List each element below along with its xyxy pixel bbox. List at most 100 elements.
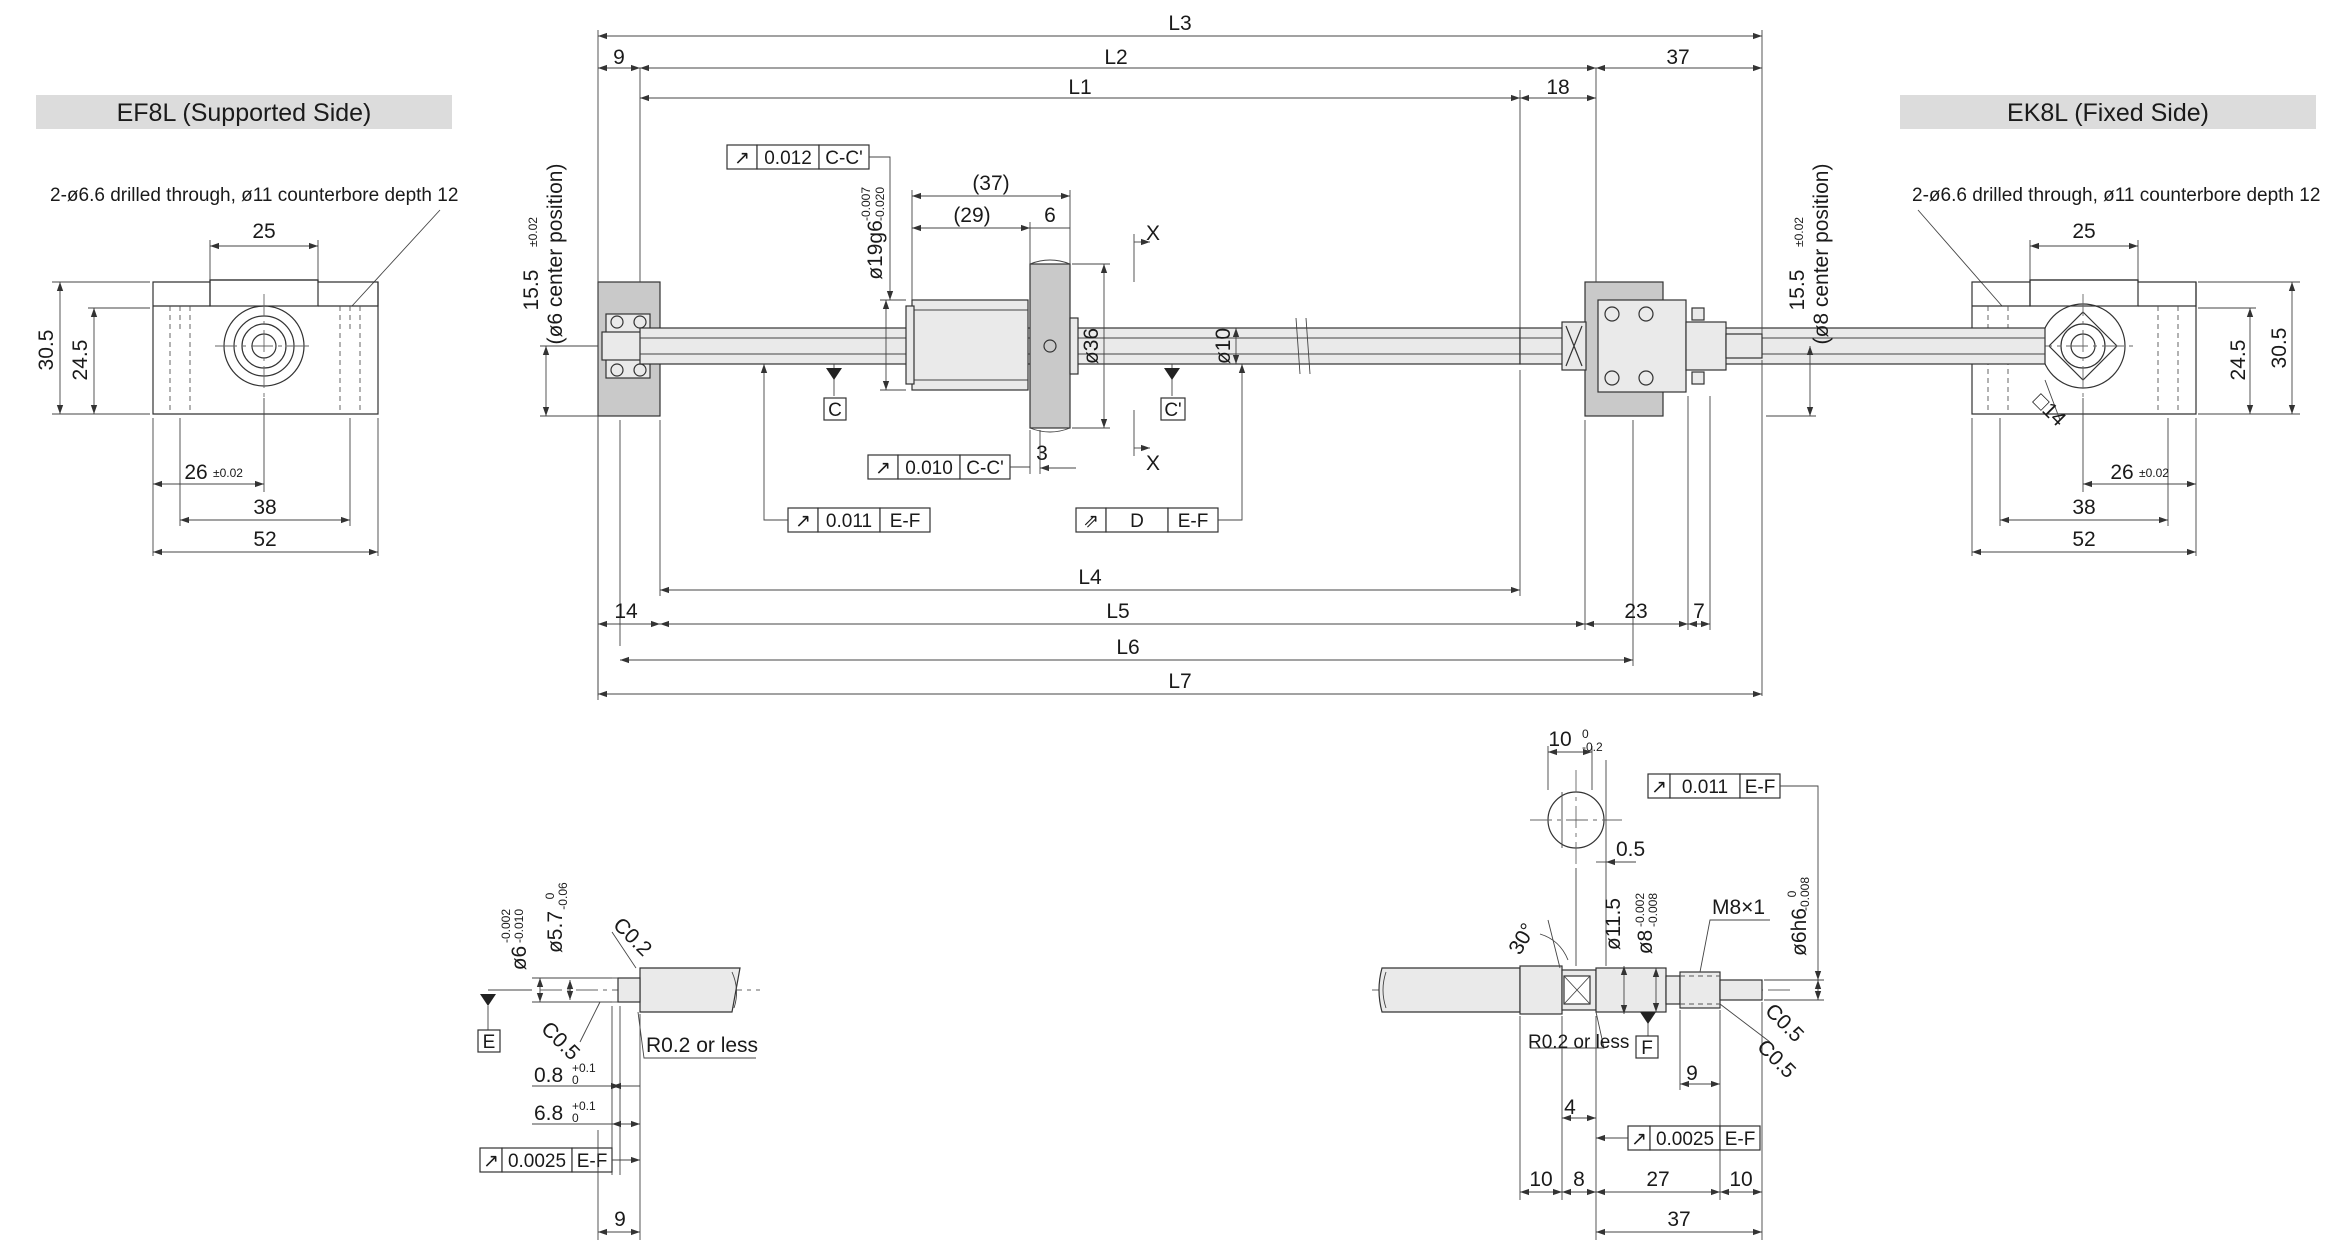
support-left-hole-note: 2-ø6.6 drilled through, ø11 counterbore …	[50, 185, 458, 206]
svg-text:C-C': C-C'	[966, 458, 1003, 479]
dim-end-left-d6-tol-top: -0.002	[499, 909, 513, 943]
dim-left-38-text: 38	[253, 496, 276, 519]
dim-d19-tol-bot: -0.020	[873, 187, 887, 221]
dim-L4-text: L4	[1078, 566, 1102, 589]
dim-end-left-d57-tol-top: 0	[543, 892, 557, 899]
dim-14-text: 14	[614, 600, 638, 623]
dim-height-right-tol: ±0.02	[1792, 217, 1806, 247]
dim-right-26-tol: ±0.02	[2139, 466, 2169, 480]
svg-text:↗: ↗	[734, 148, 750, 169]
main-nut-body	[911, 299, 1029, 391]
dim-d36-text: ø36	[1080, 328, 1103, 364]
dim-end-left-68-tol-bot: 0	[572, 1111, 579, 1125]
svg-text:C-C': C-C'	[825, 148, 862, 169]
end-right-collar	[1519, 965, 1563, 1015]
dim-6-text: 6	[1044, 204, 1056, 227]
support-left-leader	[351, 209, 441, 307]
dim-end-right-10-tol-bot: -0.2	[1582, 740, 1603, 754]
dim-end-right-r02: R0.2 or less	[1528, 1032, 1629, 1053]
main-right-nut	[1685, 321, 1727, 371]
dim-end-left-c05: C0.5	[536, 1017, 584, 1065]
support-right-hole-r	[2157, 306, 2179, 414]
dim-end-right-d6h6-tol-top: 0	[1785, 890, 1799, 897]
end-right-shaft	[1378, 967, 1521, 1013]
dim-left-52-text: 52	[253, 528, 276, 551]
dim-left-26-tol: ±0.02	[213, 466, 243, 480]
end-left-shaft	[639, 967, 741, 1013]
support-left-hole-l	[169, 306, 191, 414]
end-right-tip	[1719, 979, 1763, 1001]
svg-text:↗: ↗	[875, 458, 891, 479]
dim-end-right-10c-text: 10	[1729, 1168, 1752, 1191]
datum-c2	[1160, 397, 1186, 421]
support-right-leader	[1917, 209, 2003, 307]
svg-text:0.010: 0.010	[905, 458, 953, 479]
dim-18-text: 18	[1546, 76, 1569, 99]
header-right: EK8L (Fixed Side)	[2007, 99, 2209, 127]
dim-3-text: 3	[1036, 442, 1048, 465]
dim-right-26-text: 26	[2110, 461, 2133, 484]
dim-end-left-08-tol-bot: 0	[572, 1073, 579, 1087]
dim-end-right-d6h6-tol-bot: -0.008	[1798, 877, 1812, 911]
dim-end-left-68-text: 6.8	[534, 1102, 563, 1125]
dim-29p-text: (29)	[953, 204, 990, 227]
dim-height-right-text: 15.5	[1786, 270, 1809, 311]
dim-end-left-d6-text: ø6	[508, 946, 531, 971]
support-left-step	[153, 282, 379, 307]
svg-text:↗: ↗	[1651, 777, 1667, 798]
end-left-detail: ø6 -0.002 -0.010 ø5.7 0 -0.06 C0.2 C0.5 …	[477, 882, 760, 1240]
dim-left-26-text: 26	[184, 461, 207, 484]
dim-left-24-5-text: 24.5	[69, 340, 92, 381]
section-x-bottom: X	[1146, 452, 1160, 475]
datum-e	[477, 1029, 501, 1053]
dim-right-25-text: 25	[2072, 220, 2095, 243]
dim-end-right-d8-tol-bot: -0.008	[1646, 893, 1660, 927]
tol-frame-2: ↗ 0.010 C-C'	[867, 454, 1030, 480]
dim-d10-text: ø10	[1212, 328, 1235, 364]
dim-height-right-note: (ø8 center position)	[1810, 164, 1833, 345]
dim-end-right-05: 0.5	[1616, 838, 1645, 861]
end-right-detail: 10 0 -0.2 ↗ 0.011 E-F	[1372, 727, 1824, 1240]
dim-end-right-4-text: 4	[1564, 1096, 1576, 1119]
dim-37p-text: (37)	[972, 172, 1009, 195]
datum-c-text: C	[828, 400, 842, 421]
header-right-bg	[1900, 95, 2316, 129]
dim-end-left-r02: R0.2 or less	[646, 1034, 758, 1057]
svg-text:↗: ↗	[795, 511, 811, 532]
svg-text:E-F: E-F	[1725, 1129, 1756, 1150]
main-nut-flange	[1029, 263, 1071, 429]
dim-right-14-leader	[2044, 379, 2061, 421]
svg-text:E-F: E-F	[1745, 777, 1776, 798]
dim-23-text: 23	[1624, 600, 1647, 623]
support-right-top	[2029, 279, 2139, 307]
svg-text:E-F: E-F	[890, 511, 921, 532]
dim-end-left-68-tol-top: +0.1	[572, 1099, 596, 1113]
dim-height-left-tol: ±0.02	[526, 217, 540, 247]
dim-left-25-text: 25	[252, 220, 275, 243]
tol-frame-4: ⇗ D E-F	[1075, 364, 1246, 533]
main-assembly-view: L3 9 L2 37 L1 18 15.5 ±0.02 (ø6 center p…	[520, 12, 2046, 700]
dim-right-30-5-text: 30.5	[2268, 328, 2291, 369]
end-right-thread	[1679, 971, 1721, 1009]
svg-text:⇗: ⇗	[1083, 511, 1099, 532]
svg-text:0.011: 0.011	[826, 511, 872, 532]
svg-text:D: D	[1130, 511, 1144, 532]
svg-text:0.012: 0.012	[764, 148, 812, 169]
dim-end-right-10b-text: 10	[1529, 1168, 1552, 1191]
main-shaft	[639, 327, 1521, 365]
dim-end-left-08-text: 0.8	[534, 1064, 563, 1087]
dim-end-right-d8-text: ø8	[1634, 930, 1657, 955]
dim-end-right-a30: 30°	[1504, 919, 1540, 958]
dim-right-14-text: □14	[2028, 389, 2070, 431]
svg-text:0.0025: 0.0025	[1656, 1129, 1714, 1150]
dim-left-30-5-text: 30.5	[35, 330, 58, 371]
end-right-groove	[1665, 975, 1681, 1005]
main-right-bearing	[1597, 299, 1687, 393]
dim-end-left-d6-tol-bot: -0.010	[512, 909, 526, 943]
dim-d19-text: ø19g6	[864, 220, 887, 280]
dim-height-left-note: (ø6 center position)	[544, 164, 567, 345]
dim-height-left-text: 15.5	[520, 270, 543, 311]
dim-end-left-08-tol-top: +0.1	[572, 1061, 596, 1075]
datum-f	[1635, 1035, 1659, 1059]
